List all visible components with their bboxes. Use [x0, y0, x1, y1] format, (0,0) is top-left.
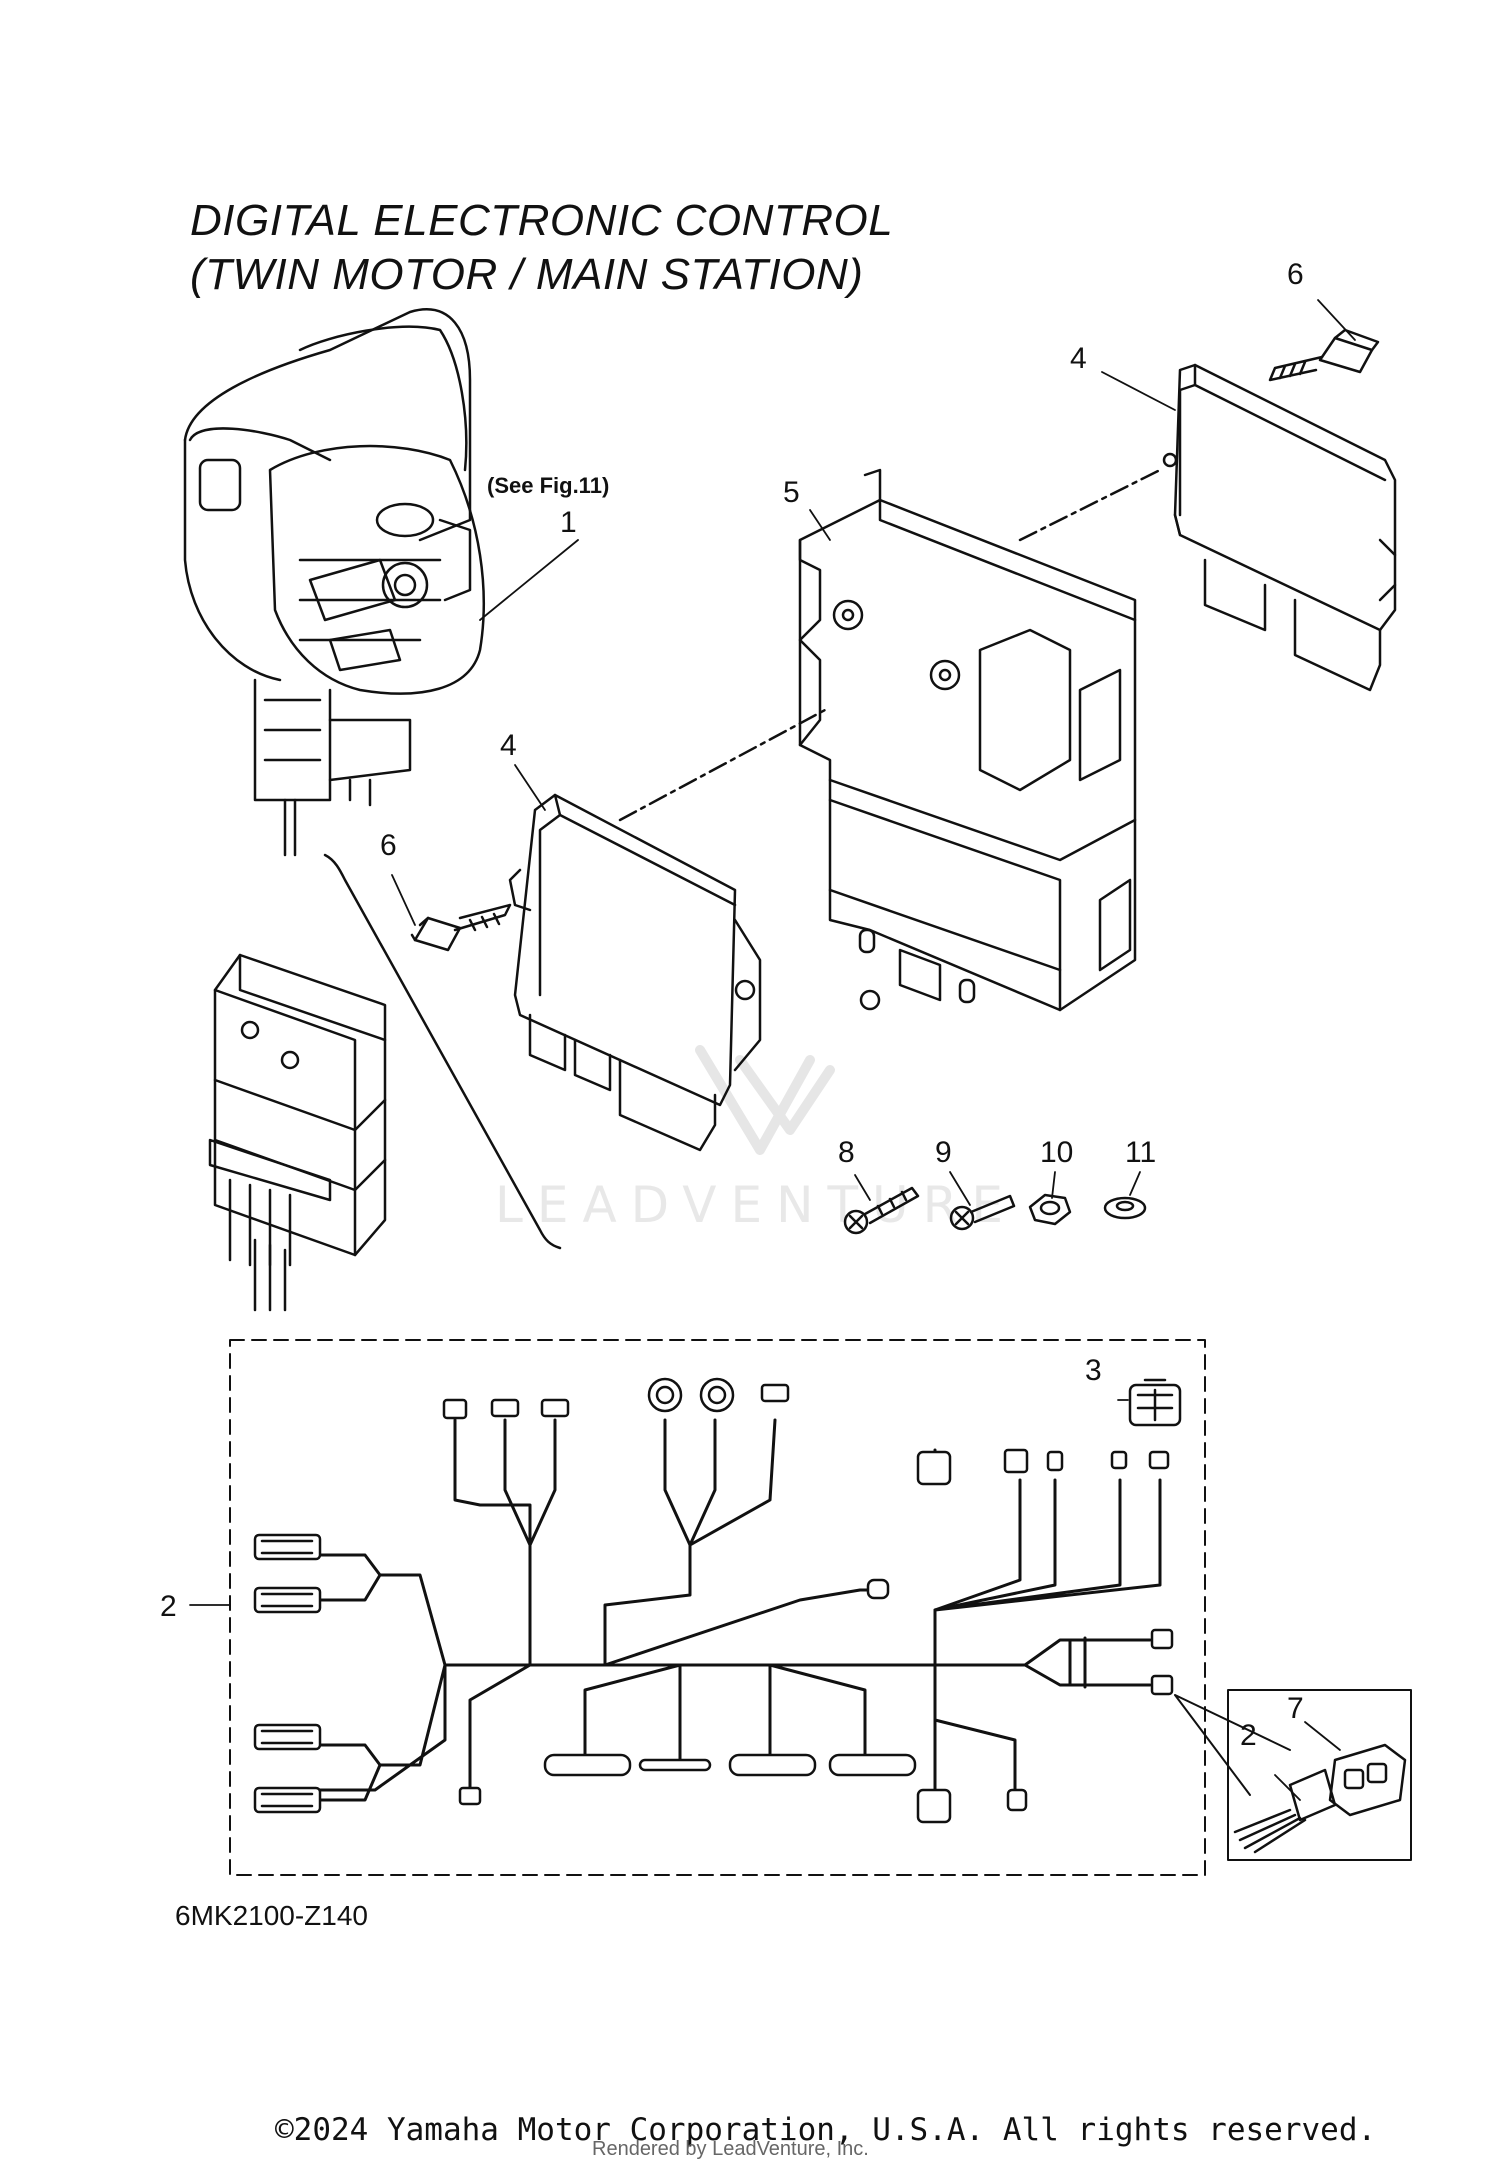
- controller-assembly-left: [208, 953, 387, 1312]
- part-11-washer[interactable]: [1103, 1196, 1147, 1220]
- copyright-notice: ©2024 Yamaha Motor Corporation, U.S.A. A…: [275, 2112, 1377, 2148]
- callout-2-detail: 2: [1240, 1719, 1257, 1752]
- callout-10: 10: [1040, 1136, 1073, 1169]
- part-6-bolt-lower[interactable]: [410, 903, 512, 952]
- diagram-title-line1: DIGITAL ELECTRONIC CONTROL: [190, 196, 894, 245]
- inset-detail-box: [1227, 1689, 1412, 1861]
- part-8-screw[interactable]: [843, 1186, 920, 1235]
- rendered-by-note: Rendered by LeadVenture, Inc.: [592, 2138, 869, 2160]
- inset-leader-lines: [1174, 1694, 1291, 1796]
- callout-4-upper: 4: [1070, 342, 1087, 375]
- harness-connectors[interactable]: [253, 1377, 1182, 1824]
- callout-2-harness: 2: [160, 1590, 177, 1623]
- part-10-nut[interactable]: [1028, 1193, 1072, 1226]
- watermark-text: LEADVENTURE: [495, 1176, 1017, 1234]
- part-6-bolt-upper[interactable]: [1268, 328, 1380, 382]
- callout-9: 9: [935, 1136, 952, 1169]
- brace-bracket: [323, 853, 562, 1250]
- callout-leaders: [189, 299, 1356, 1801]
- watermark-logo: [695, 1045, 835, 1155]
- alignment-lines: [618, 468, 1162, 822]
- callout-1: 1: [560, 506, 577, 539]
- see-fig-11-note: (See Fig.11): [487, 473, 609, 498]
- callout-3: 3: [1085, 1354, 1102, 1387]
- part-4-ecu-lower[interactable]: [508, 793, 762, 1152]
- diagram-title-line2: (TWIN MOTOR / MAIN STATION): [190, 250, 864, 299]
- part-4-ecu-upper[interactable]: [1162, 363, 1397, 692]
- callout-4-lower: 4: [500, 729, 517, 762]
- part-5-mounting-bracket[interactable]: [798, 468, 1137, 1012]
- callout-11: 11: [1125, 1136, 1156, 1169]
- part-2-wiring-harness[interactable]: [318, 1418, 1162, 1802]
- callout-6-upper: 6: [1287, 258, 1304, 291]
- part-2-connector-detail[interactable]: [1233, 1768, 1337, 1854]
- callout-6-lower: 6: [380, 829, 397, 862]
- harness-dashed-box: [229, 1339, 1206, 1876]
- part-9-screw[interactable]: [949, 1194, 1016, 1231]
- callout-7: 7: [1287, 1692, 1304, 1725]
- part-1-remote-control[interactable]: [183, 308, 485, 857]
- callout-labels: 1 6 4 5 4 6 8 9 10 11 3 2 2 7: [160, 258, 1304, 1752]
- part-7-connector-cover[interactable]: [1328, 1743, 1407, 1817]
- diagram-part-code: 6MK2100-Z140: [175, 1900, 369, 1931]
- callout-8: 8: [838, 1136, 855, 1169]
- callout-5: 5: [783, 476, 800, 509]
